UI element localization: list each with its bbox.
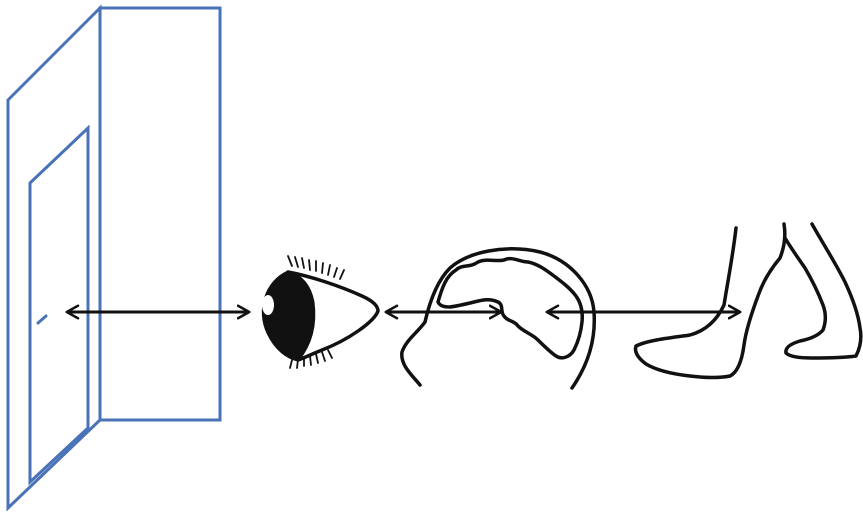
front-leg: [783, 222, 863, 360]
door-frame-front: [98, 6, 222, 422]
eye-lower-lashes: [289, 349, 333, 369]
door-panel: [28, 124, 90, 486]
eye-outline: [286, 270, 380, 362]
door-icon: [6, 4, 222, 512]
door-frame-side: [6, 4, 102, 512]
back-leg: [633, 222, 787, 380]
brain-icon: [400, 247, 597, 390]
eye-highlight: [262, 295, 274, 315]
door-handle: [36, 314, 48, 325]
walking-legs-icon: [633, 222, 863, 380]
eye-icon: [261, 255, 380, 369]
brain-outer-contour: [400, 247, 597, 390]
brain-inner-gyri: [436, 256, 584, 360]
eye-upper-lashes: [287, 255, 345, 280]
eye-iris: [261, 270, 316, 362]
